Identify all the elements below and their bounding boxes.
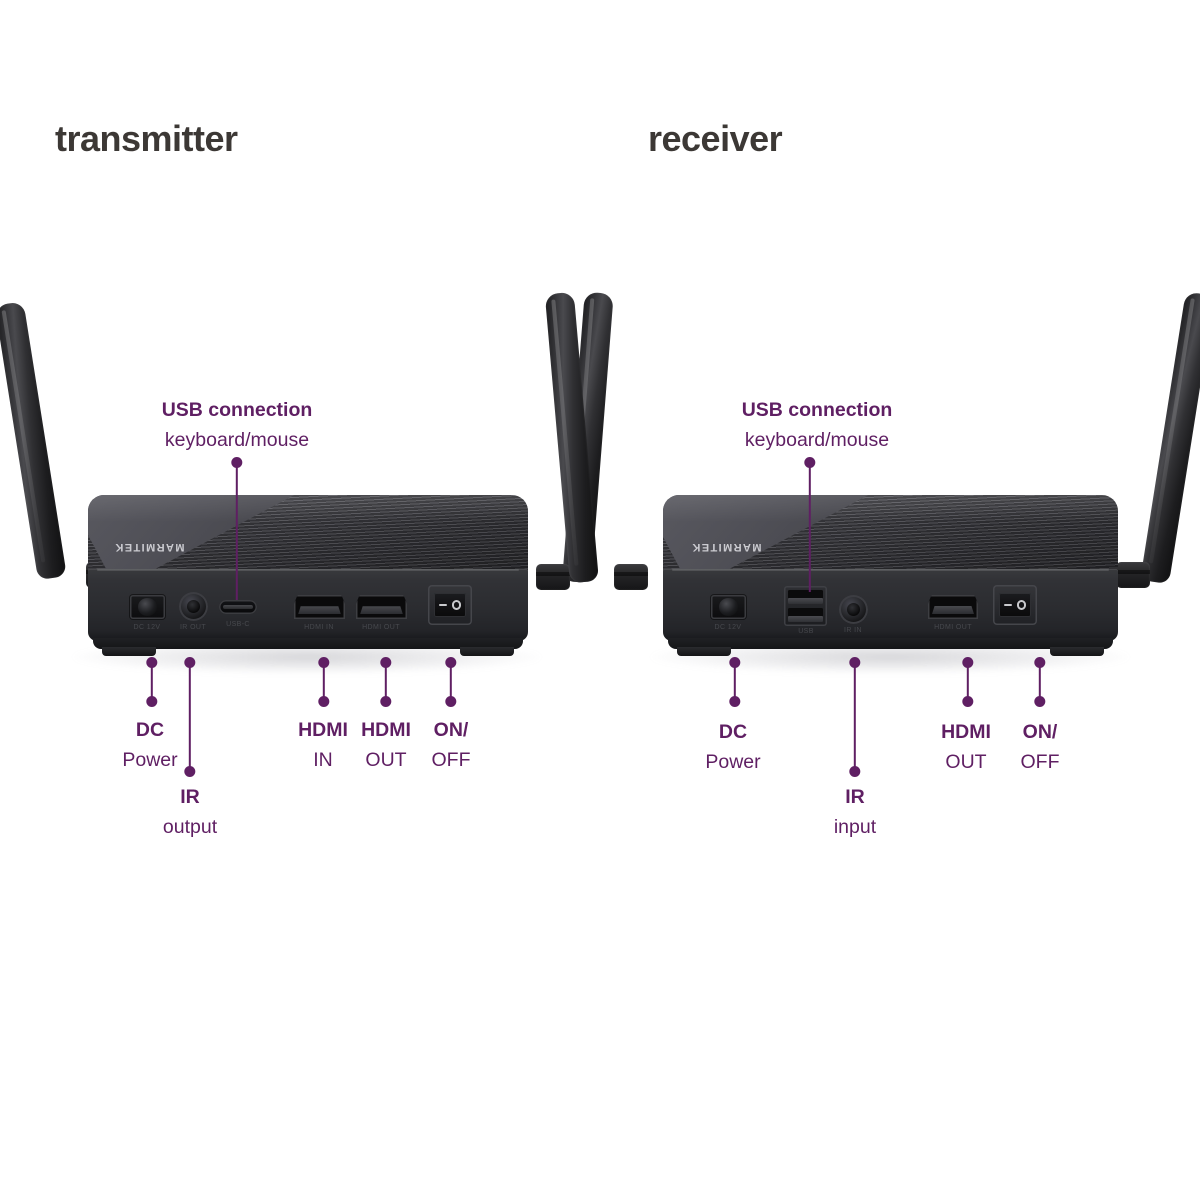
device-base-lip (668, 638, 1113, 649)
antenna-right (1110, 290, 1200, 610)
device-foot-left (677, 647, 731, 656)
onoff-line1: ON/ (1022, 721, 1058, 743)
hdmi-out-etch: HDMI OUT (362, 624, 400, 631)
receiver-onoff-leader (1038, 662, 1042, 702)
hdmi-out-line2: OUT (365, 749, 407, 771)
device-top-face (663, 495, 1118, 573)
hdmi-out-port[interactable] (356, 595, 407, 619)
onoff-line2: OFF (1020, 751, 1060, 773)
dc-label-line1: DC (718, 721, 748, 743)
device-top-face (88, 495, 528, 573)
hdmi-out-etch: HDMI OUT (934, 624, 972, 631)
receiver-chassis: MARMITEK DC 12V USB IR IN (663, 495, 1118, 656)
ir-input-jack[interactable] (839, 595, 868, 624)
transmitter-hdmi-in-label: HDMI IN (298, 715, 348, 775)
usb-c-port[interactable] (219, 600, 257, 614)
ir-output-etch: IR OUT (179, 624, 207, 631)
device-base-lip (93, 638, 523, 649)
dc-label-line2: Power (705, 751, 761, 773)
receiver-ir-label: IR input (834, 782, 876, 842)
usb-callout-line1: USB connection (741, 399, 893, 421)
device-foot-right (1050, 647, 1104, 656)
antenna-left (544, 291, 720, 612)
hdmi-in-line1: HDMI (298, 719, 348, 741)
power-switch[interactable] (993, 585, 1037, 625)
hdmi-out-line2: OUT (945, 751, 987, 773)
switch-on-mark (1016, 600, 1027, 610)
onoff-line1: ON/ (433, 719, 469, 741)
usb-c-etch: USB-C (226, 621, 250, 628)
ir-input-etch: IR IN (844, 627, 862, 634)
usb-callout-line2: keyboard/mouse (164, 429, 310, 451)
receiver-usb-leader (808, 462, 812, 592)
receiver-onoff-label: ON/ OFF (1021, 717, 1060, 777)
receiver-usb-callout: USB connection keyboard/mouse (742, 395, 893, 455)
dc-power-etch: DC 12V (714, 624, 742, 631)
device-front-face: DC 12V IR OUT USB-C HDMI IN (88, 569, 528, 641)
dc-power-jack[interactable] (711, 595, 746, 619)
ir-label-line2: input (833, 816, 877, 838)
transmitter-dc-label: DC Power (122, 715, 177, 775)
transmitter-ir-leader (188, 662, 192, 772)
transmitter-usb-leader (235, 462, 239, 600)
usb-a-ports[interactable] (784, 586, 827, 626)
receiver-hdmi-out-label: HDMI OUT (941, 717, 991, 777)
dc-label-line1: DC (135, 719, 165, 741)
ir-label-line1: IR (845, 786, 865, 808)
ir-label-line2: output (162, 816, 218, 838)
dc-label-line2: Power (122, 749, 178, 771)
hdmi-in-etch: HDMI IN (304, 624, 334, 631)
ir-label-line1: IR (180, 786, 200, 808)
hdmi-out-line1: HDMI (941, 721, 991, 743)
brand-logo: MARMITEK (114, 541, 185, 553)
switch-on-mark (451, 600, 462, 610)
transmitter-chassis: MARMITEK DC 12V IR OUT USB-C (88, 495, 528, 656)
dc-power-etch: DC 12V (133, 624, 161, 631)
transmitter-hdmi-out-label: HDMI OUT (361, 715, 411, 775)
device-foot-right (460, 647, 514, 656)
transmitter-onoff-leader (449, 662, 453, 702)
device-foot-left (102, 647, 156, 656)
hdmi-in-port[interactable] (294, 595, 345, 619)
hdmi-out-port[interactable] (928, 595, 978, 619)
transmitter-usb-callout: USB connection keyboard/mouse (162, 395, 313, 455)
antenna-right (520, 291, 680, 602)
power-rocker[interactable] (434, 592, 466, 618)
receiver-hdmi-out-leader (966, 662, 970, 702)
receiver-dc-label: DC Power (705, 717, 760, 777)
transmitter-hdmi-out-leader (384, 662, 388, 702)
receiver-ir-leader (853, 662, 857, 772)
ir-output-jack[interactable] (179, 592, 208, 621)
usb-callout-line2: keyboard/mouse (744, 429, 890, 451)
usb-a-port-bottom[interactable] (788, 608, 823, 622)
receiver-title: receiver (648, 118, 783, 159)
dc-power-jack[interactable] (130, 595, 165, 619)
switch-off-mark (438, 603, 448, 607)
transmitter-dc-leader (150, 662, 154, 702)
transmitter-onoff-label: ON/ OFF (432, 715, 471, 775)
brand-logo: MARMITEK (691, 541, 762, 553)
power-switch[interactable] (428, 585, 472, 625)
usb-a-etch: USB (798, 628, 814, 635)
power-rocker[interactable] (999, 592, 1031, 618)
hdmi-out-line1: HDMI (361, 719, 411, 741)
usb-callout-line1: USB connection (161, 399, 313, 421)
device-front-face: DC 12V USB IR IN HDMI OUT (663, 569, 1118, 641)
hdmi-in-line2: IN (313, 749, 333, 771)
receiver-dc-leader (733, 662, 737, 702)
transmitter-ir-label: IR output (163, 782, 217, 842)
switch-off-mark (1003, 603, 1013, 607)
transmitter-title: transmitter (55, 118, 238, 159)
onoff-line2: OFF (431, 749, 471, 771)
usb-a-port-top[interactable] (788, 590, 823, 604)
transmitter-hdmi-in-leader (322, 662, 326, 702)
